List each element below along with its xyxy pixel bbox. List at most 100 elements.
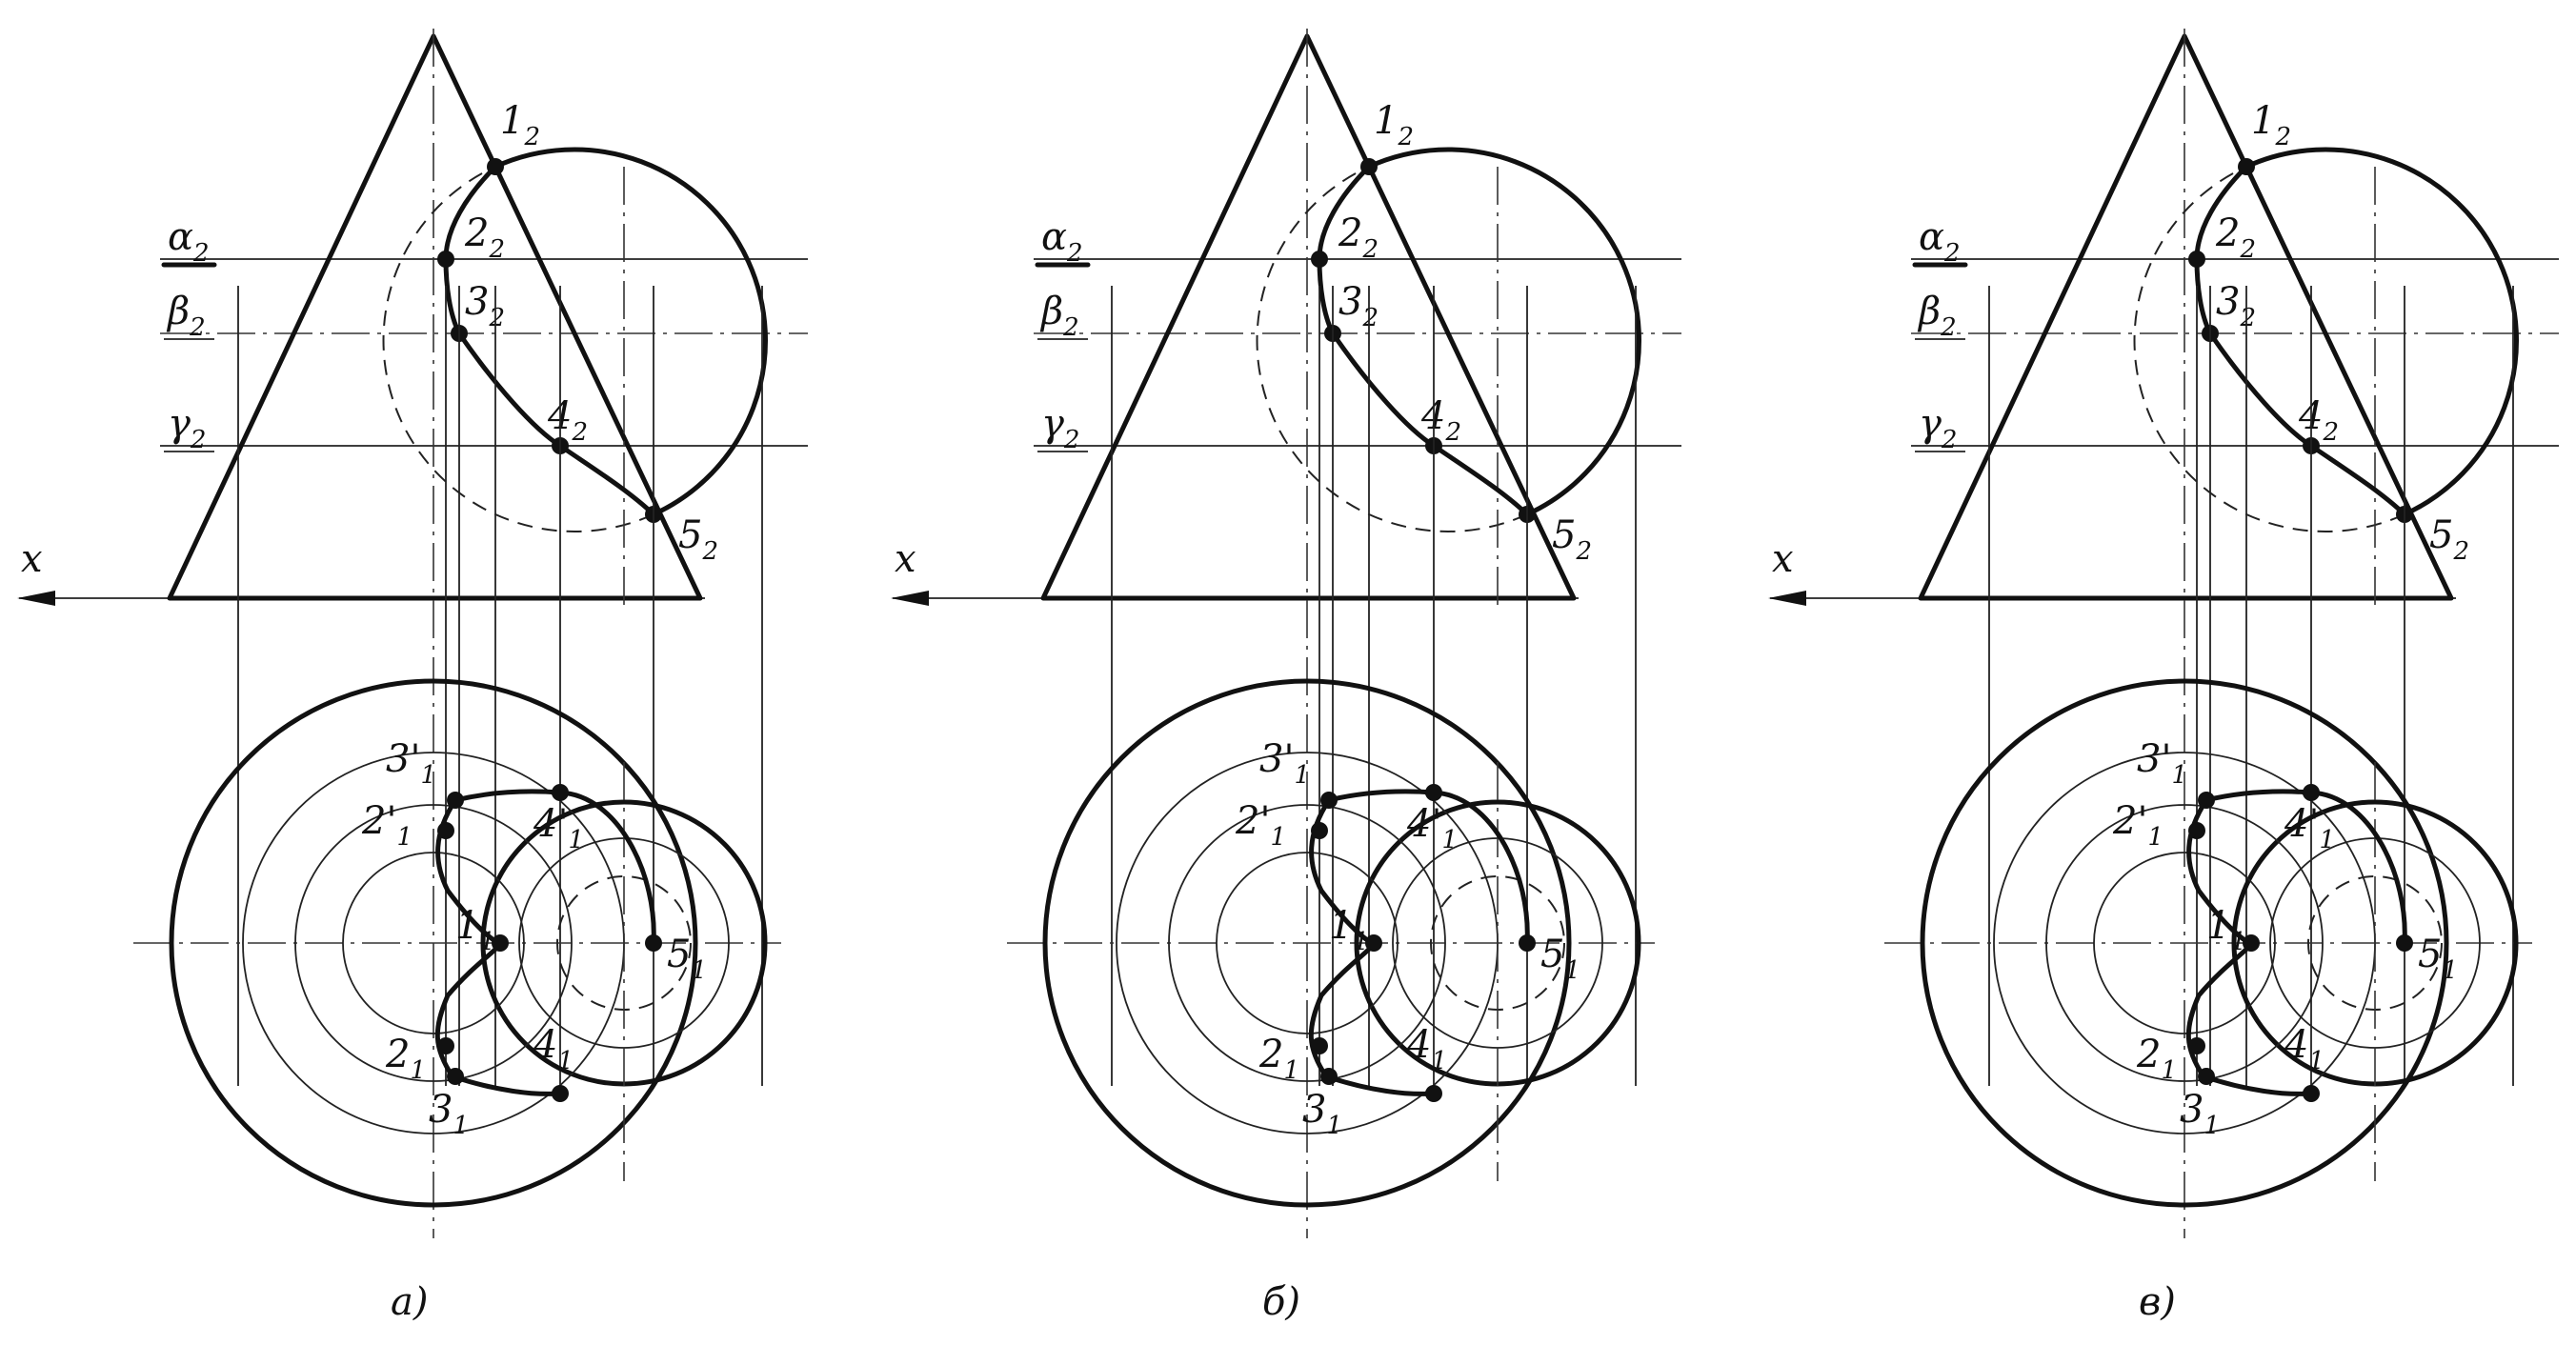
cone-base-top [1042,678,1572,1208]
panel-caption: а) [391,1280,428,1324]
front-point-label-5: 52 [2429,513,2469,566]
top-point-5 [645,934,662,952]
top-point-label-2-prime: 2'1 [361,799,413,852]
top-point-2-prime [1311,822,1328,839]
front-point-label-2: 22 [1338,211,1379,264]
top-point-label-2-prime: 2'1 [1235,799,1286,852]
intersection-curve-front [443,164,656,517]
plane-beta-label: β2 [1917,290,1957,342]
front-point-label-2: 22 [464,211,505,264]
top-point-label-3-prime: 3'1 [2137,737,2187,790]
top-point-1 [492,934,509,952]
top-point-3-prime [1320,792,1338,809]
sphere-front-visible [1366,147,1641,517]
sphere-front-hidden [382,166,654,532]
plane-alpha-label: α2 [1041,215,1083,268]
parallel-circle-3 [342,852,525,1034]
intersection-curve-top-upper [2204,789,2407,946]
top-point-5 [1519,934,1536,952]
top-point-1 [1365,934,1382,952]
top-point-2-prime [2188,822,2205,839]
x-axis-label: x [895,537,916,581]
front-point-2 [437,251,454,268]
x-axis-label: x [21,537,43,581]
x-axis-arrow [17,591,55,606]
plane-gamma-label: γ2 [1919,402,1957,454]
top-point-label-4-prime: 4'1 [1406,802,1458,854]
x-axis-arrow [1768,591,1806,606]
plane-gamma-label: γ2 [1041,402,1079,454]
top-point-label-5: 51 [667,933,707,985]
intersection-curve-top-upper [1326,789,1530,946]
top-point-label-5: 51 [1540,933,1580,985]
plane-alpha-label: α2 [1919,215,1961,268]
top-point-label-1: 11 [1329,904,1369,956]
cone-outline [1918,33,2454,601]
top-point-label-4-prime: 4'1 [2284,802,2335,854]
front-point-label-5: 52 [1552,513,1592,566]
front-point-label-1: 12 [2251,99,2291,151]
top-point-4-prime [552,784,569,801]
top-point-3 [1320,1068,1338,1085]
top-point-2 [437,1037,454,1054]
top-point-label-4-prime: 4'1 [533,802,584,854]
panel-caption: в) [2139,1280,2176,1324]
top-point-label-4: 41 [1406,1023,1447,1075]
top-point-3 [2198,1068,2215,1085]
top-point-label-4: 41 [533,1023,574,1075]
cone-base-top [1920,678,2449,1208]
top-point-4 [552,1085,569,1102]
sphere-front-hidden [1256,166,1528,532]
top-point-2-prime [437,822,454,839]
plane-beta-label: β2 [166,290,206,342]
top-point-4-prime [2303,784,2320,801]
sphere-front-visible [493,147,768,517]
intersection-curve-top-lower [2201,1074,2314,1096]
cone-outline [1040,33,1577,601]
top-point-4 [1425,1085,1442,1102]
top-point-2 [2188,1037,2205,1054]
plane-beta-label: β2 [1039,290,1079,342]
front-point-label-3: 32 [1338,280,1379,332]
front-point-2 [1311,251,1328,268]
front-point-label-2: 22 [2215,211,2256,264]
intersection-curve-top-lower [1323,1074,1437,1096]
front-point-1 [487,158,504,175]
top-point-label-2: 21 [2136,1033,2177,1085]
plane-alpha-label: α2 [168,215,210,268]
front-point-label-1: 12 [1374,99,1414,151]
top-point-label-5: 51 [2418,933,2458,985]
front-point-2 [2188,251,2205,268]
intersection-curve-front [1317,164,1530,517]
top-point-3-prime [2198,792,2215,809]
intersection-curve-front [2194,164,2407,517]
intersection-curve-top-lower [450,1074,563,1096]
top-point-label-2: 21 [385,1033,426,1085]
x-axis-arrow [891,591,929,606]
top-point-label-1: 11 [455,904,495,956]
top-point-label-4: 41 [2284,1023,2324,1075]
cone-base-top [169,678,698,1208]
sphere-front-visible [2244,147,2519,517]
x-axis-label: x [1772,537,1794,581]
parallel-circle-2 [1168,804,1446,1082]
top-point-5 [2396,934,2413,952]
intersection-curve-top-upper [453,789,656,946]
top-point-label-2: 21 [1258,1033,1299,1085]
parallel-circle-3 [2093,852,2276,1034]
top-point-4-prime [1425,784,1442,801]
top-point-2 [1311,1037,1328,1054]
front-point-label-3: 32 [465,280,505,332]
parallel-circle-3 [1216,852,1399,1034]
top-point-label-3-prime: 3'1 [1259,737,1310,790]
top-point-label-3: 31 [2180,1088,2220,1140]
front-point-label-3: 32 [2216,280,2256,332]
top-point-4 [2303,1085,2320,1102]
parallel-circle-2 [294,804,573,1082]
front-point-label-1: 12 [500,99,540,151]
top-point-3-prime [447,792,464,809]
panel-caption: б) [1262,1280,1300,1324]
